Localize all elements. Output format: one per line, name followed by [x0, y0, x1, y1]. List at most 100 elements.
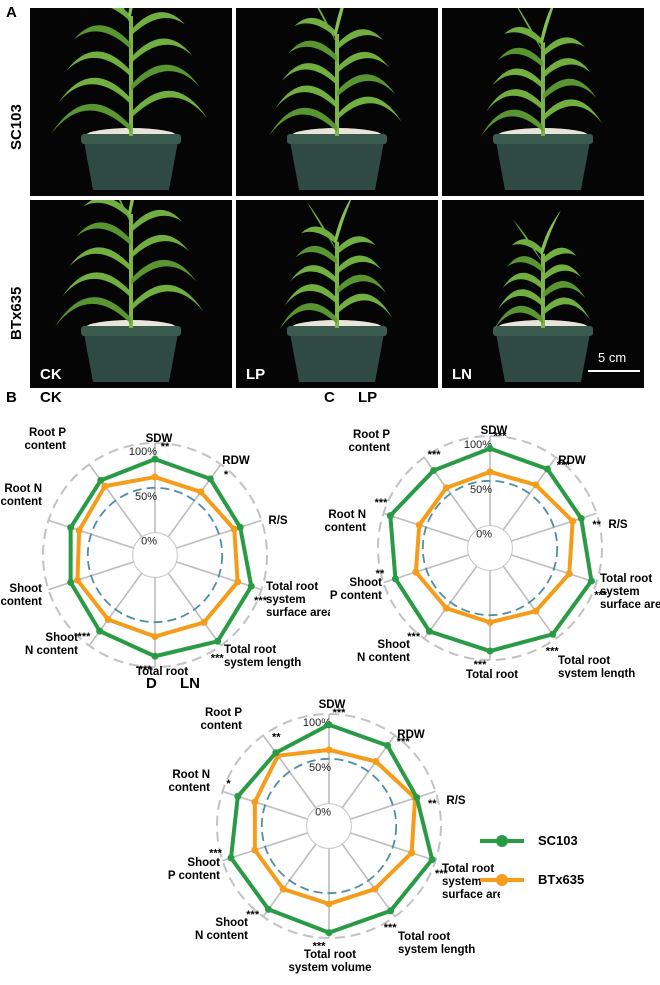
significance-mark: ***: [494, 431, 508, 443]
data-point-btx635: [486, 468, 494, 476]
significance-mark: ***: [246, 909, 260, 921]
grid-ring-50: [421, 479, 559, 617]
panel-a-letter: A: [6, 4, 17, 21]
plant-photo-sc103-lp: [236, 8, 438, 196]
data-point-btx635: [251, 798, 259, 806]
data-point-sc103: [486, 445, 494, 453]
data-point-btx635: [415, 521, 423, 529]
data-point-btx635: [442, 604, 450, 612]
data-point-btx635: [200, 618, 208, 626]
data-point-btx635: [412, 568, 420, 576]
data-point-btx635: [75, 526, 83, 534]
tick-label: 100%: [464, 439, 492, 451]
axis-label: RDW: [558, 455, 586, 467]
data-point-sc103: [151, 652, 159, 660]
data-point-btx635: [565, 570, 573, 578]
data-point-btx635: [486, 618, 494, 626]
plant-photo-btx635-ln: [442, 200, 644, 388]
data-point-sc103: [96, 627, 104, 635]
grid-ring-0: [132, 532, 178, 578]
data-point-btx635: [569, 517, 577, 525]
data-point-sc103: [67, 578, 75, 586]
data-point-sc103: [549, 630, 557, 638]
data-point-sc103: [151, 455, 159, 463]
data-point-btx635: [151, 473, 159, 481]
plant-photo-sc103-ck: [30, 8, 232, 196]
significance-mark: **: [592, 519, 601, 531]
legend-swatch-btx635: [480, 874, 524, 886]
legend-label-btx635: BTx635: [538, 872, 585, 887]
grid-ring-100: [377, 435, 603, 661]
data-point-sc103: [236, 523, 244, 531]
plant-photo-btx635-ck: [30, 200, 232, 388]
data-point-btx635: [532, 481, 540, 489]
significance-mark: *: [224, 469, 229, 481]
panel-letter: B: [6, 389, 17, 406]
data-point-sc103: [214, 637, 222, 645]
data-point-btx635: [234, 578, 242, 586]
plant-illustration: [480, 8, 603, 190]
data-point-btx635: [408, 849, 416, 857]
axis-label: R/S: [268, 515, 288, 527]
grid-ring-0: [306, 803, 352, 849]
data-point-sc103: [428, 856, 436, 864]
data-point-sc103: [387, 907, 395, 915]
data-point-sc103: [97, 476, 105, 484]
significance-mark: ***: [384, 922, 398, 934]
significance-mark: ***: [546, 646, 560, 658]
condition-label-lp: LP: [246, 366, 266, 383]
chart-title: CK: [40, 389, 62, 406]
grid-ring-50: [86, 486, 224, 624]
data-point-sc103: [543, 465, 551, 473]
data-point-btx635: [251, 846, 259, 854]
significance-mark: ***: [313, 941, 327, 953]
data-point-btx635: [372, 757, 380, 765]
tick-label: 50%: [135, 491, 157, 503]
data-point-sc103: [413, 793, 421, 801]
significance-mark: ***: [333, 707, 347, 719]
axis-label: R/S: [446, 795, 466, 807]
plant-illustration: [279, 200, 392, 382]
data-point-btx635: [532, 607, 540, 615]
grid-ring-50: [260, 757, 398, 895]
panel-letter: C: [324, 389, 335, 406]
data-point-sc103: [227, 854, 235, 862]
significance-mark: ***: [407, 631, 421, 643]
plant-illustration: [493, 210, 593, 382]
grid-ring-0: [467, 525, 513, 571]
significance-mark: ***: [474, 659, 488, 671]
data-point-sc103: [325, 721, 333, 729]
significance-mark: ***: [428, 449, 442, 461]
data-point-sc103: [264, 905, 272, 913]
chart-title: LP: [358, 389, 377, 406]
data-point-sc103: [577, 514, 585, 522]
legend-label-sc103: SC103: [538, 833, 578, 848]
significance-mark: ***: [557, 459, 571, 471]
scale-bar: [588, 370, 640, 372]
data-point-sc103: [325, 929, 333, 937]
significance-mark: ***: [209, 847, 223, 859]
data-point-sc103: [386, 512, 394, 520]
data-point-btx635: [151, 633, 159, 641]
significance-mark: *: [226, 778, 231, 790]
data-point-sc103: [430, 466, 438, 474]
significance-mark: ***: [375, 497, 389, 509]
axis-label: RDW: [397, 729, 425, 741]
significance-mark: ***: [254, 595, 268, 607]
plant-illustration: [55, 200, 204, 382]
